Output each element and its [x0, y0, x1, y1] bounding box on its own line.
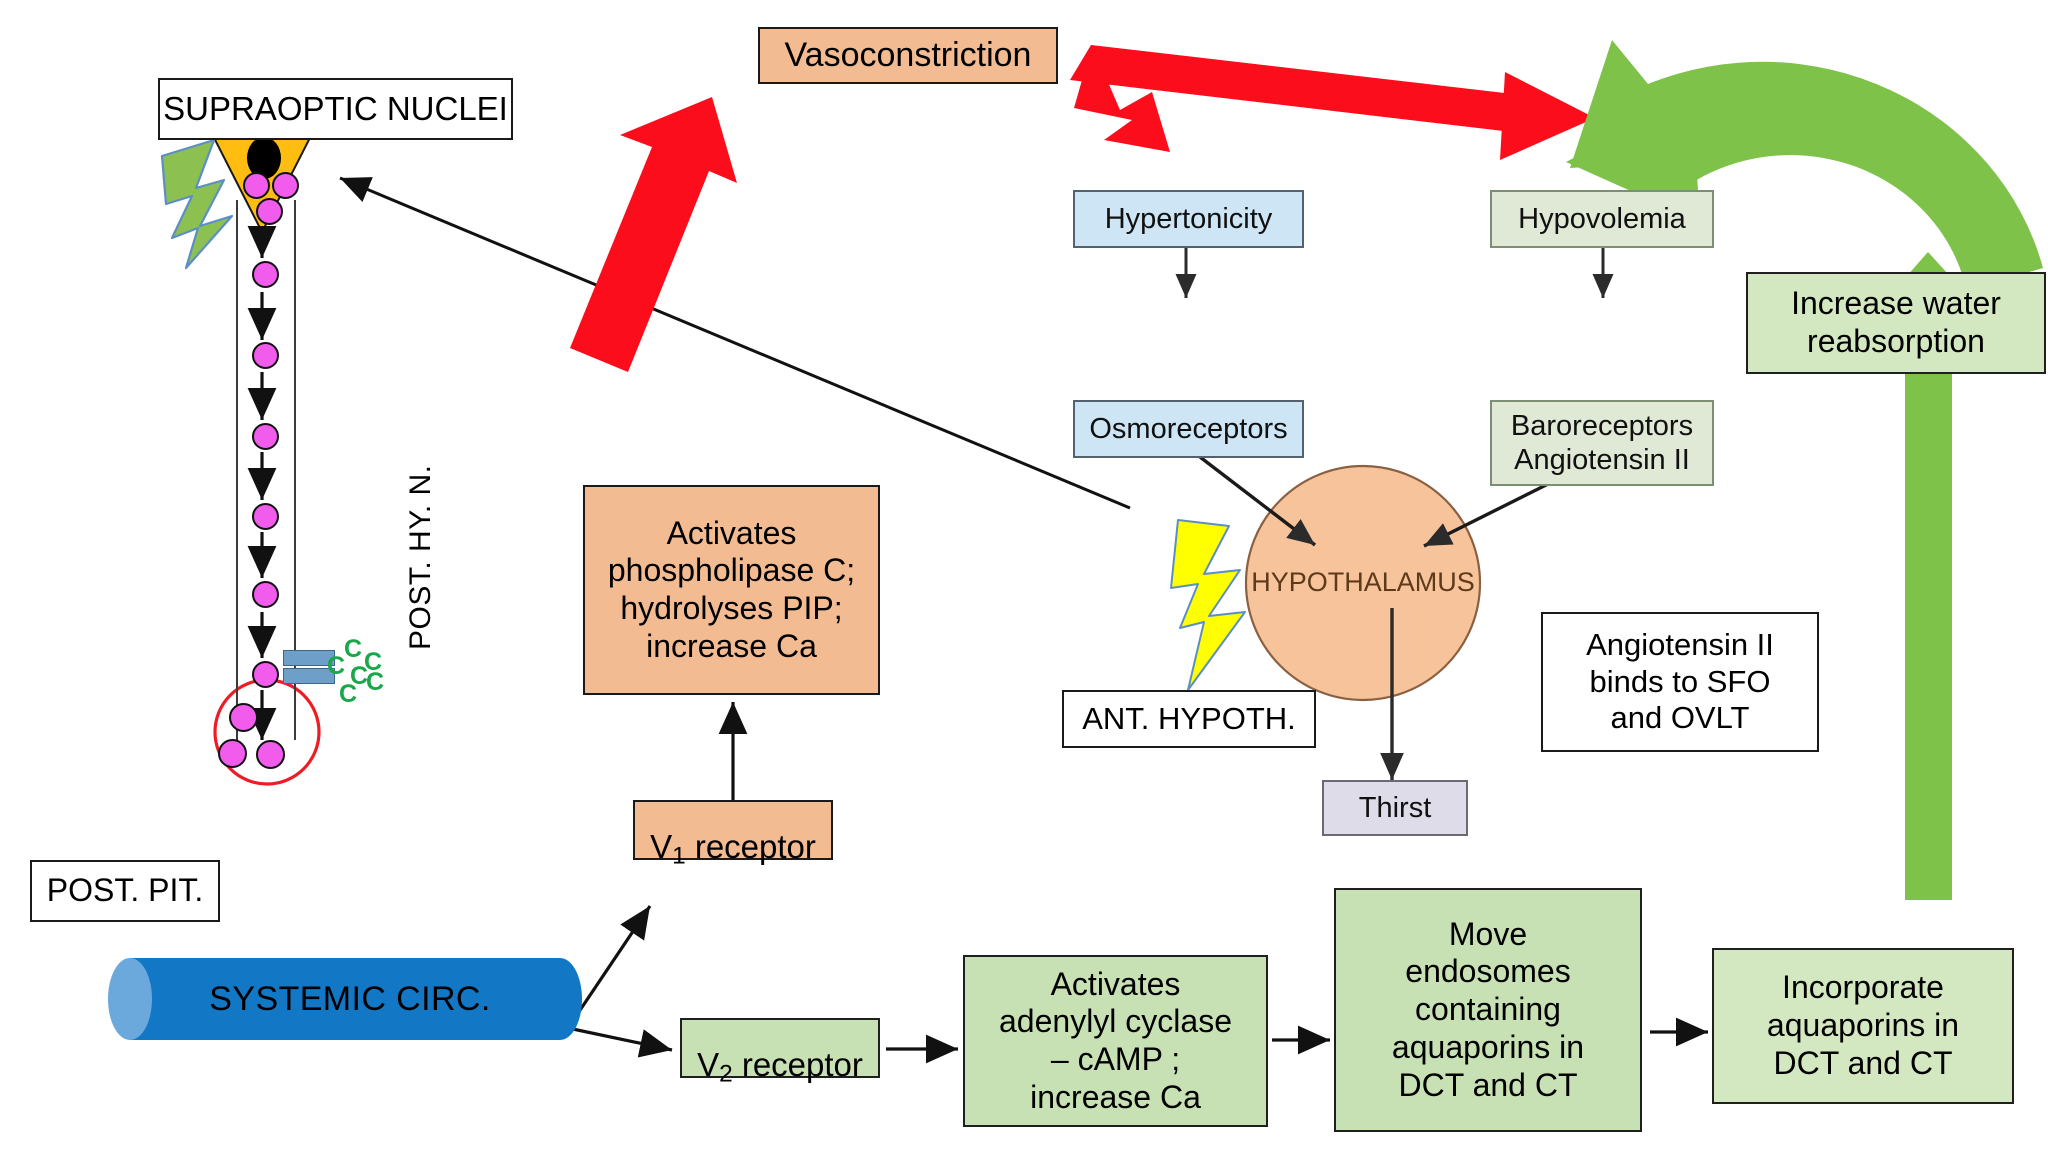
membrane-pore-upper — [283, 650, 335, 666]
post-pit-label: POST. PIT. — [30, 860, 220, 922]
released-hormone-c: C — [366, 668, 385, 696]
yellow-lightning-bolt-icon — [1170, 519, 1246, 691]
vesicle — [252, 423, 279, 450]
vesicle — [256, 198, 283, 225]
thirst-box: Thirst — [1322, 780, 1468, 836]
vesicle — [252, 503, 279, 530]
v1-receptor-box: V1 receptor — [633, 800, 833, 869]
connector-circ-v1receptor — [566, 905, 652, 1029]
post-hy-n-label: POST. HY. N. — [404, 464, 437, 650]
baroreceptors-angiotensin-box: Baroreceptors Angiotensin II — [1490, 400, 1714, 486]
v2-receptor-box: V2 receptor — [680, 1018, 880, 1087]
vesicle-terminal — [256, 740, 285, 769]
vesicle-terminal — [229, 703, 258, 732]
released-hormone-c: C — [364, 648, 383, 676]
move-endosomes-box: Move endosomes containing aquaporins in … — [1334, 888, 1642, 1132]
angiotensin-sfo-ovlt-box: Angiotensin II binds to SFO and OVLT — [1541, 612, 1819, 752]
ant-hypoth-label: ANT. HYPOTH. — [1062, 690, 1316, 748]
axon-shaft — [236, 200, 296, 740]
increase-water-reabsorption-box: Increase water reabsorption — [1746, 272, 2046, 374]
vesicle — [243, 172, 270, 199]
vessel-end-cap — [108, 958, 152, 1040]
green-curved-arrow-body — [1618, 76, 2032, 288]
membrane-pore-lower — [283, 668, 335, 684]
activates-adenylyl-cyclase-box: Activates adenylyl cyclase – cAMP ; incr… — [963, 955, 1268, 1127]
v1-receptor-label: V1 receptor — [650, 827, 816, 870]
released-hormone-c: C — [344, 635, 363, 663]
connector-osmoreceptors-hypothalamus — [1198, 455, 1317, 547]
vesicle — [252, 261, 279, 288]
activates-phospholipase-box: Activates phospholipase C; hydrolyses PI… — [583, 485, 880, 695]
vesicle-terminal — [218, 739, 247, 768]
incorporate-aquaporins-box: Incorporate aquaporins in DCT and CT — [1712, 948, 2014, 1104]
vesicle — [252, 581, 279, 608]
feedback-arrow-to-soma — [339, 176, 1131, 510]
vessel-end-cap-right — [538, 958, 582, 1040]
red-arrow-to-hypovolemia-shaft — [1070, 45, 1530, 132]
v2-receptor-label: V2 receptor — [697, 1045, 863, 1088]
systemic-circulation-vessel — [130, 958, 560, 1040]
green-up-arrow-to-reabsorption — [1905, 300, 1952, 900]
green-lightning-bolt-icon — [160, 138, 234, 270]
red-arrow-up-to-vasoconstriction — [570, 97, 737, 372]
hypothalamus-label: HYPOTHALAMUS — [1251, 567, 1475, 598]
vasoconstriction-box: Vasoconstriction — [758, 27, 1058, 84]
vesicle — [272, 172, 299, 199]
hypovolemia-box: Hypovolemia — [1490, 190, 1714, 248]
connector-circ-v2receptor — [567, 1026, 673, 1058]
red-arrow-to-hypovolemia-head — [1500, 72, 1595, 160]
supraoptic-nuclei-label: SUPRAOPTIC NUCLEI — [158, 78, 513, 140]
neuron-nucleus — [247, 137, 281, 179]
released-hormone-c: C — [327, 652, 346, 680]
hypertonicity-box: Hypertonicity — [1073, 190, 1304, 248]
released-hormone-c: C — [350, 662, 369, 690]
vesicle — [252, 342, 279, 369]
osmoreceptors-box: Osmoreceptors — [1073, 400, 1304, 458]
released-hormone-c: C — [339, 680, 358, 708]
systemic-circ-label: SYSTEMIC CIRC. — [209, 979, 491, 1018]
vesicle — [252, 661, 279, 688]
